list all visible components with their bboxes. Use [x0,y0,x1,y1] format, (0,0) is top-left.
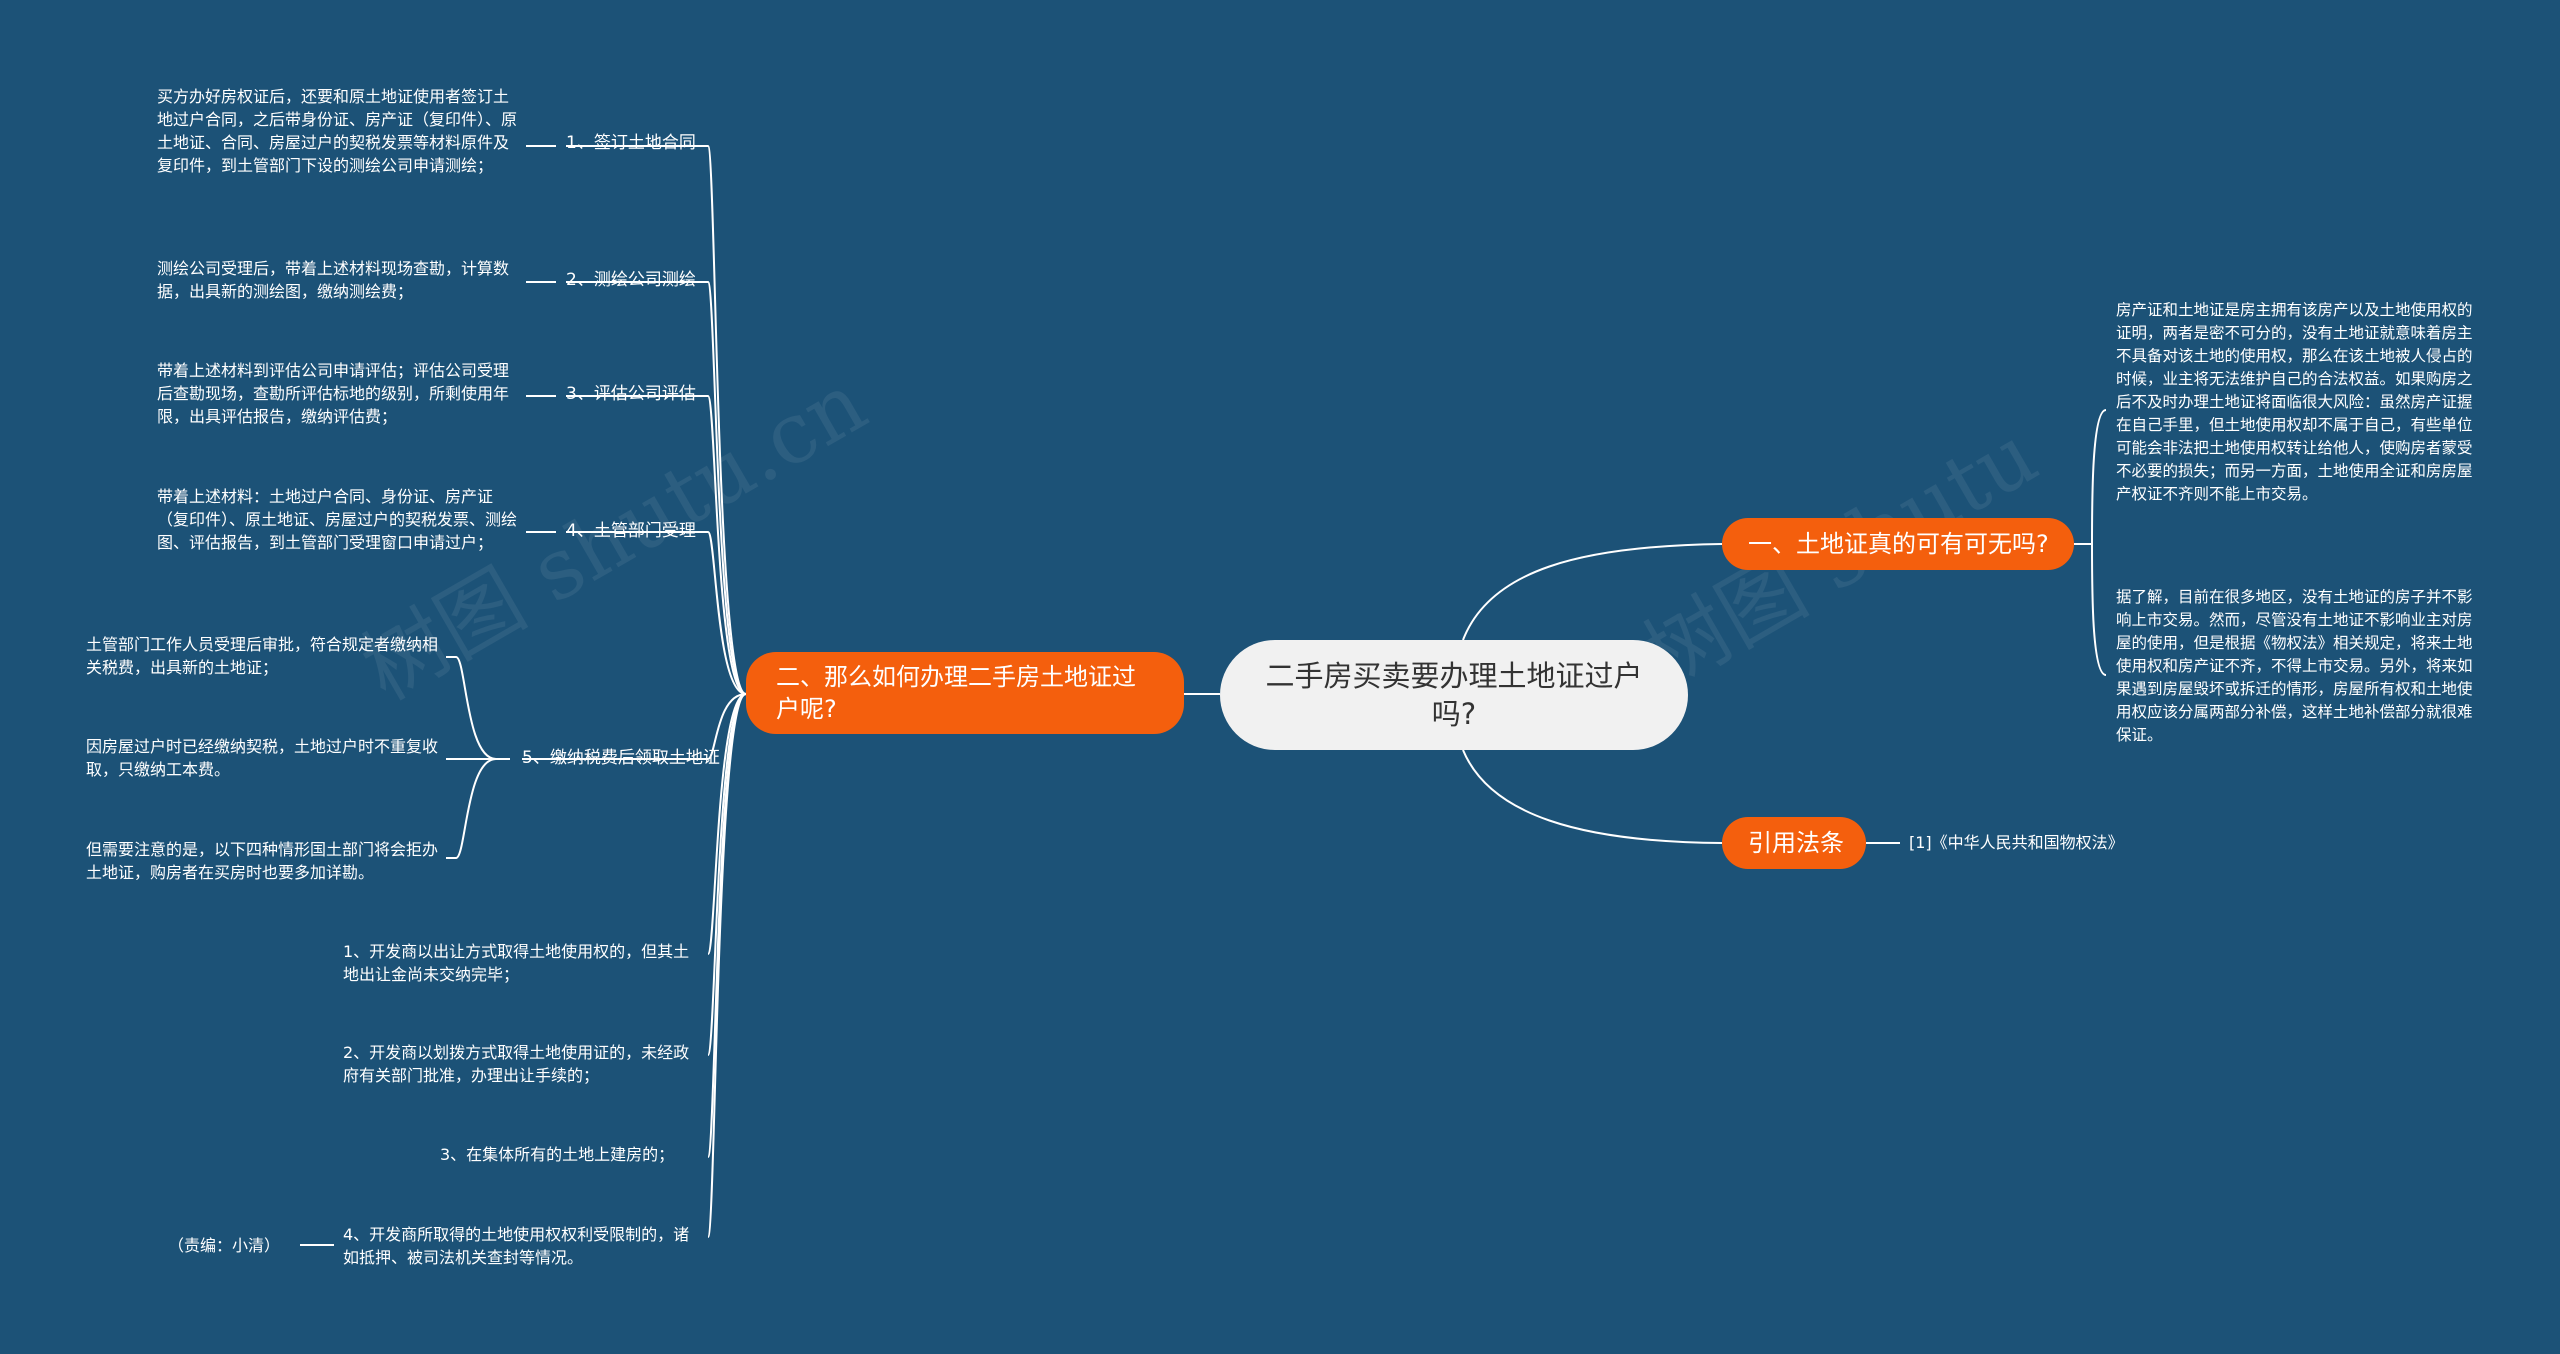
connector-left-child-5 [707,693,747,760]
step-3-detail: 带着上述材料到评估公司申请评估；评估公司受理后查勘现场，查勘所评估标地的级别，所… [157,361,510,426]
connector-left-child-4 [707,531,747,695]
step-1-label[interactable]: 1、签订土地合同 [566,133,696,153]
step-2-detail: 测绘公司受理后，带着上述材料现场查勘，计算数据，出具新的测绘图，缴纳测绘费； [157,259,510,301]
branch-label: 一、土地证真的可有可无吗? [1748,530,2049,558]
case-2: 2、开发商以划拨方式取得土地使用证的，未经政府有关部门批准，办理出让手续的； [343,1043,690,1085]
law-reference[interactable]: [1]《中华人民共和国物权法》 [1909,833,2124,852]
editor-note: （责编：小清） [168,1236,281,1255]
case-4: 4、开发商所取得的土地使用权权利受限制的，诸如抵押、被司法机关查封等情况。 [343,1225,690,1267]
central-topic[interactable]: 二手房买卖要办理土地证过户吗? [1220,640,1688,750]
step-5-detail-1: 土管部门工作人员受理后审批，符合规定者缴纳相关税费，出具新的土地证； [86,635,439,677]
connector-center-right-1 [1462,543,1723,641]
step-5-detail-3: 但需要注意的是，以下四种情形国土部门将会拒办土地证，购房者在买房时也要多加详勘。 [86,840,439,882]
case-1: 1、开发商以出让方式取得土地使用权的，但其土地出让金尚未交纳完毕； [343,942,690,984]
step-4-label[interactable]: 4、土管部门受理 [566,521,696,541]
central-topic-label: 二手房买卖要办理土地证过户吗? [1265,659,1643,731]
step-3-label[interactable]: 3、评估公司评估 [566,384,696,404]
connector-step-5-sub-3 [446,758,497,859]
connector-step-5-sub-1 [446,656,497,760]
connector-r1-p2 [2091,543,2107,676]
branch-label: 二、那么如何办理二手房土地证过户呢? [776,663,1136,723]
connector-left-child-3 [707,395,747,695]
connector-r1-p1 [2091,409,2107,545]
step-1-detail: 买方办好房权证后，还要和原土地证使用者签订土地过户合同，之后带身份证、房产证（复… [157,87,518,175]
connector-left-child-7 [707,693,747,1056]
connector-left-child-2 [707,281,747,695]
branch-label: 引用法条 [1748,829,1844,857]
branch-how-to-transfer[interactable]: 二、那么如何办理二手房土地证过户呢? [746,652,1184,734]
branch-land-cert-necessity[interactable]: 一、土地证真的可有可无吗? [1722,518,2074,570]
connector-left-child-9 [707,693,747,1238]
step-5-label[interactable]: 5、缴纳税费后领取土地证 [522,748,720,768]
step-5-detail-2: 因房屋过户时已经缴纳契税，土地过户时不重复收取，只缴纳工本费。 [86,737,439,779]
branch-cited-law[interactable]: 引用法条 [1722,817,1866,869]
case-3: 3、在集体所有的土地上建房的； [440,1145,675,1164]
connector-center-right-2 [1462,749,1723,844]
step-2-label[interactable]: 2、测绘公司测绘 [566,270,696,290]
connector-left-child-1 [707,145,747,695]
step-4-detail: 带着上述材料：土地过户合同、身份证、房产证（复印件）、原土地证、房屋过户的契税发… [157,487,518,552]
necessity-paragraph-2: 据了解，目前在很多地区，没有土地证的房子并不影响上市交易。然而，尽管没有土地证不… [2116,588,2473,744]
necessity-paragraph-1: 房产证和土地证是房主拥有该房产以及土地使用权的证明，两者是密不可分的，没有土地证… [2116,301,2473,503]
connector-left-child-6 [707,693,747,955]
